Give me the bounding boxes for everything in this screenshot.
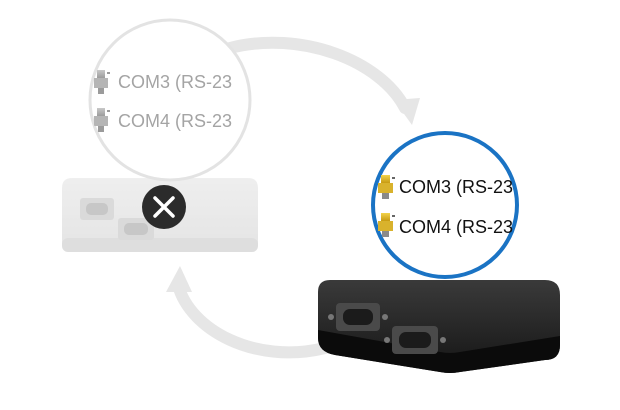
arrow-top	[224, 36, 411, 114]
serial-port-icon	[94, 70, 110, 94]
arrow-bottom	[172, 279, 331, 359]
db9-connector-icon	[80, 198, 114, 220]
disconnected-lens: COM3 (RS-23 COM4 (RS-23	[88, 18, 252, 182]
connected-adapter	[318, 280, 560, 373]
serial-port-icon	[378, 175, 395, 199]
db9-connector-icon	[384, 326, 446, 354]
connected-lens: COM3 (RS-23 COM4 (RS-23	[371, 131, 519, 279]
arrow-top-head	[394, 98, 420, 125]
serial-port-icon	[94, 108, 110, 132]
cycle-arrows	[166, 36, 420, 359]
port-row-com3-connected: COM3 (RS-23	[378, 175, 513, 199]
port-row-com4-connected: COM4 (RS-23	[378, 213, 513, 237]
port-label: COM3 (RS-23	[399, 177, 513, 197]
port-label: COM4 (RS-23	[118, 111, 232, 131]
arrow-bottom-head	[166, 266, 192, 292]
db9-connector-icon	[328, 303, 388, 331]
serial-port-icon	[378, 213, 395, 237]
port-row-com3-disconnected: COM3 (RS-23	[94, 70, 232, 94]
port-label: COM4 (RS-23	[399, 217, 513, 237]
close-icon	[142, 185, 186, 229]
db9-connector-icon	[118, 218, 154, 240]
port-label: COM3 (RS-23	[118, 72, 232, 92]
port-row-com4-disconnected: COM4 (RS-23	[94, 108, 232, 132]
